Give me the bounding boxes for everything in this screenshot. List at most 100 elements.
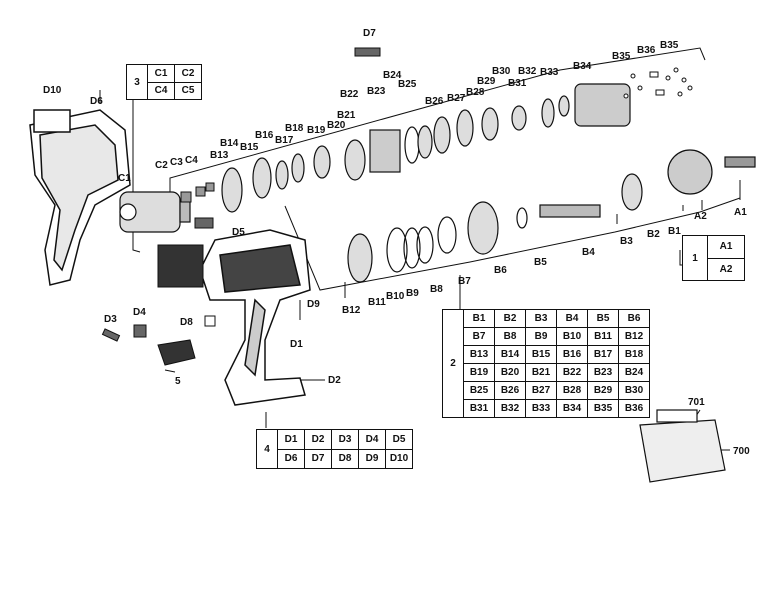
callout-a2: A2: [694, 211, 707, 222]
table-b-cell: B5: [587, 309, 619, 328]
table-b-cell: B25: [463, 381, 495, 400]
callout-b25: B25: [398, 79, 417, 90]
callout-labels: D7 D10 D6 C1 C2 C3 C4 D5 D9 D8 D4 D3 D1 …: [43, 28, 750, 457]
callout-d8: D8: [180, 317, 193, 328]
table-b-group: 2: [442, 309, 464, 418]
table-b-cell: B22: [556, 363, 588, 382]
table-b-cell: B15: [525, 345, 557, 364]
callout-c3: C3: [170, 157, 183, 168]
callout-b24: B24: [383, 70, 402, 81]
table-d-cell: D8: [331, 448, 359, 469]
housing-half-right: [199, 229, 311, 406]
table-d-cell: D10: [385, 448, 413, 469]
callout-b1: B1: [668, 226, 681, 237]
callout-d6: D6: [90, 96, 103, 107]
callout-b18: B18: [285, 123, 304, 134]
callout-c4: C4: [185, 155, 198, 166]
motor: [119, 191, 191, 233]
table-d-cell: D5: [385, 429, 413, 450]
callout-b17: B17: [275, 135, 294, 146]
callout-b27: B27: [447, 93, 466, 104]
table-b-cell: B9: [525, 327, 557, 346]
callout-b21: B21: [337, 110, 356, 121]
table-b-cell: B16: [556, 345, 588, 364]
table-c-cell: C4: [147, 81, 175, 100]
callout-b28: B28: [466, 87, 485, 98]
part-d7: [354, 47, 381, 57]
callout-701: 701: [688, 397, 705, 408]
lower-guide-line: [284, 197, 741, 291]
callout-5: 5: [175, 376, 181, 387]
small-pins: [623, 67, 693, 99]
table-b-cell: B18: [618, 345, 650, 364]
carrying-case: [639, 409, 726, 483]
callout-b31: B31: [508, 78, 527, 89]
chuck-assembly: [347, 149, 756, 283]
table-b-cell: B14: [494, 345, 526, 364]
callout-b12: B12: [342, 305, 361, 316]
table-c-cell: C1: [147, 64, 175, 83]
table-d-cell: D4: [358, 429, 386, 450]
table-b-cell: B24: [618, 363, 650, 382]
callout-b35-a: B35: [612, 51, 631, 62]
table-b-cell: B30: [618, 381, 650, 400]
callout-b11: B11: [368, 297, 386, 308]
callout-d10: D10: [43, 85, 62, 96]
callout-b13: B13: [210, 150, 229, 161]
table-b-cell: B34: [556, 399, 588, 418]
callout-d7: D7: [363, 28, 376, 39]
callout-b10: B10: [386, 291, 405, 302]
parts-table-b: 2 B1 B2 B3 B4 B5 B6 B7 B8 B9 B10 B11 B12…: [442, 309, 650, 418]
parts-table-a: 1 A1 A2: [682, 235, 745, 281]
table-b-cell: B4: [556, 309, 588, 328]
table-b-cell: B8: [494, 327, 526, 346]
callout-b14: B14: [220, 138, 239, 149]
table-d-cell: D7: [304, 448, 332, 469]
table-b-cell: B12: [618, 327, 650, 346]
table-a-cell: A2: [707, 257, 745, 281]
table-b-cell: B26: [494, 381, 526, 400]
callout-a1: A1: [734, 207, 747, 218]
table-c-leader: [132, 75, 141, 253]
small-accessories: [101, 315, 216, 366]
callout-b33: B33: [540, 67, 559, 78]
table-b-cell: B10: [556, 327, 588, 346]
gearbox-assembly: [221, 83, 631, 213]
table-b-cell: B13: [463, 345, 495, 364]
table-b-cell: B28: [556, 381, 588, 400]
table-b-cell: B2: [494, 309, 526, 328]
table-b-cell: B20: [494, 363, 526, 382]
callout-d3: D3: [104, 314, 117, 325]
table-b-cell: B19: [463, 363, 495, 382]
callout-b4: B4: [582, 247, 595, 258]
table-b-cell: B36: [618, 399, 650, 418]
callout-b15: B15: [240, 142, 259, 153]
housing-half-left: [29, 109, 131, 286]
table-a-group: 1: [682, 235, 708, 281]
table-b-cell: B31: [463, 399, 495, 418]
parts-table-c: 3 C1 C2 C4 C5: [126, 64, 202, 100]
callout-700: 700: [733, 446, 750, 457]
parts-table-d: 4 D1 D2 D3 D4 D5 D6 D7 D8 D9 D10: [256, 429, 413, 469]
table-b-cell: B27: [525, 381, 557, 400]
callout-b3: B3: [620, 236, 633, 247]
callout-b7: B7: [458, 276, 471, 287]
table-b-cell: B7: [463, 327, 495, 346]
callout-b35-b: B35: [660, 40, 679, 51]
table-b-cell: B3: [525, 309, 557, 328]
callout-b8: B8: [430, 284, 443, 295]
callout-b22: B22: [340, 89, 359, 100]
motor-small-parts: [180, 182, 215, 203]
table-c-cell: C2: [174, 64, 202, 83]
callout-d4: D4: [133, 307, 146, 318]
table-d-cell: D2: [304, 429, 332, 450]
table-b-cell: B11: [587, 327, 619, 346]
callout-b2: B2: [647, 229, 660, 240]
callout-b32: B32: [518, 66, 537, 77]
callout-c2: C2: [155, 160, 168, 171]
housing-label-box: [33, 109, 71, 133]
callout-d9: D9: [307, 299, 320, 310]
callout-b36: B36: [637, 45, 656, 56]
table-b-cell: B29: [587, 381, 619, 400]
